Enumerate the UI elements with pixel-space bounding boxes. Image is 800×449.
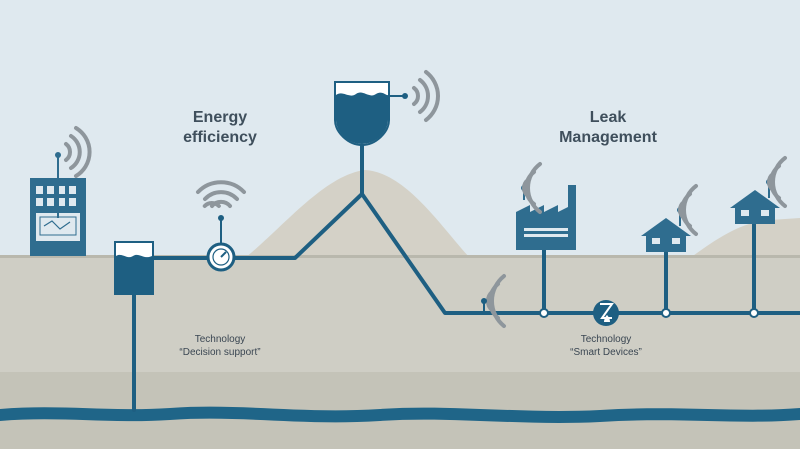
wifi-signal-icon bbox=[522, 162, 542, 214]
junction-node bbox=[539, 308, 549, 318]
hill-center bbox=[245, 170, 470, 258]
house-icon bbox=[641, 207, 691, 252]
sensor-node bbox=[481, 298, 487, 304]
energy-efficiency-label: Energy efficiency bbox=[168, 108, 272, 148]
energy-label-line2: efficiency bbox=[183, 129, 257, 146]
hill-right bbox=[690, 218, 800, 258]
wifi-signal-icon bbox=[64, 126, 92, 178]
wifi-signal-icon bbox=[485, 274, 506, 328]
wifi-signal-icon bbox=[202, 201, 221, 208]
tech-decision-line1: Technology bbox=[194, 334, 246, 345]
junction-node bbox=[749, 308, 759, 318]
smart-meter-icon bbox=[593, 300, 619, 326]
tech-decision-line2: “Decision support” bbox=[179, 347, 261, 358]
tech-smart-line1: Technology bbox=[580, 334, 632, 345]
ground-surface-line bbox=[0, 255, 800, 258]
water-tank-icon bbox=[114, 241, 154, 295]
leak-management-label: Leak Management bbox=[548, 108, 668, 148]
pressure-gauge-icon bbox=[206, 215, 236, 272]
energy-label-line1: Energy bbox=[192, 109, 248, 126]
leak-label-line1: Leak bbox=[589, 109, 627, 126]
junction-node bbox=[661, 308, 671, 318]
technology-smart-devices-label: Technology “Smart Devices” bbox=[548, 333, 664, 359]
wifi-signal-icon bbox=[412, 70, 440, 122]
elevated-water-tower-icon bbox=[334, 81, 408, 147]
technology-decision-support-label: Technology “Decision support” bbox=[160, 333, 280, 359]
leak-label-line2: Management bbox=[559, 129, 657, 146]
supply-pipe bbox=[150, 192, 364, 260]
wifi-signal-icon bbox=[196, 180, 246, 208]
wifi-signal-icon bbox=[678, 184, 698, 236]
tech-smart-line2: “Smart Devices” bbox=[570, 347, 642, 358]
office-building-icon bbox=[30, 152, 86, 256]
wifi-signal-icon bbox=[767, 156, 787, 208]
aquifer-water bbox=[0, 406, 800, 423]
distribution-pipe bbox=[360, 192, 800, 315]
pipe-network bbox=[132, 143, 800, 412]
